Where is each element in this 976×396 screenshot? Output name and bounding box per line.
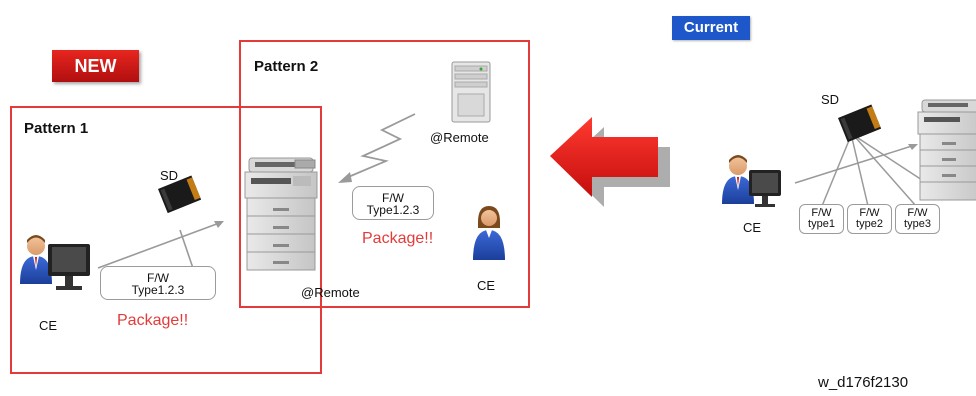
pattern1-fw-line1: F/W <box>147 271 169 285</box>
person-icon <box>473 206 505 260</box>
monitor-icon <box>48 244 90 290</box>
pattern2-remote-device-label: @Remote <box>301 285 360 300</box>
current-ce-label: CE <box>743 220 762 235</box>
wireless-arrowhead <box>338 172 352 183</box>
monitor-icon <box>749 170 781 207</box>
current-fw-box-3: F/W type3 <box>895 204 940 234</box>
pattern2-fw-line1: F/W <box>382 191 404 205</box>
current-fw-box-3-line2: type3 <box>904 218 931 230</box>
pattern1-fw-box: F/W Type1.2.3 <box>100 266 216 300</box>
figure-code: w_d176f2130 <box>818 374 909 391</box>
pattern1-sd-label: SD <box>160 168 179 183</box>
current-badge: Current <box>672 16 750 40</box>
pattern2-frame <box>239 40 530 308</box>
person-icon <box>20 235 52 284</box>
server-icon <box>451 61 491 123</box>
mfp-printer-icon <box>917 99 976 201</box>
pattern2-remote-server-label: @Remote <box>430 130 489 145</box>
pattern2-fw-box: F/W Type1.2.3 <box>352 186 434 220</box>
person-icon <box>722 155 754 204</box>
pattern2-package-label: Package!! <box>362 230 434 247</box>
pattern1-frame <box>10 106 322 374</box>
current-fw-box-3-line1: F/W <box>907 207 928 219</box>
pattern2-title: Pattern 2 <box>254 58 319 75</box>
pattern1-title: Pattern 1 <box>24 120 89 137</box>
current-fw-box-2-line2: type2 <box>856 218 883 230</box>
left-arrow-icon <box>550 117 670 207</box>
wireless-signal-icon <box>345 113 416 179</box>
sd-card-icon <box>838 104 882 143</box>
current-connectors <box>794 137 923 207</box>
current-fw-box-1-line2: type1 <box>808 218 835 230</box>
current-fw-box-2-line1: F/W <box>859 207 880 219</box>
sd-card-icon <box>158 175 202 214</box>
pattern2-ce-label: CE <box>477 278 496 293</box>
current-sd-label: SD <box>821 92 840 107</box>
mfp-printer-icon <box>244 157 318 271</box>
new-badge: NEW <box>52 50 139 82</box>
current-fw-box-1: F/W type1 <box>799 204 844 234</box>
current-fw-box-2: F/W type2 <box>847 204 892 234</box>
pattern1-package-label: Package!! <box>117 312 189 329</box>
current-fw-box-1-line1: F/W <box>811 207 832 219</box>
pattern1-ce-label: CE <box>39 318 58 333</box>
pattern2-fw-line2: Type1.2.3 <box>366 203 420 217</box>
pattern1-fw-line2: Type1.2.3 <box>131 283 185 297</box>
